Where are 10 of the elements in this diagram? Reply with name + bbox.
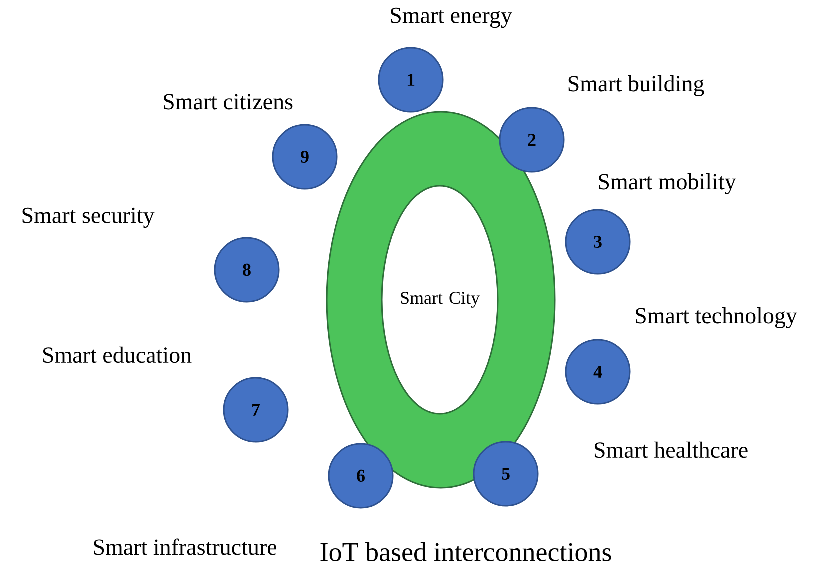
circle-label: Smart building xyxy=(568,76,704,96)
circle-label: Smart mobility xyxy=(599,174,736,194)
circle-label: Smart healthcare xyxy=(594,442,748,458)
circle-label: Smart education xyxy=(44,346,192,364)
circle-label: Smart infrastructure xyxy=(94,538,277,556)
circle-label: Smart energy xyxy=(391,8,512,28)
circle-label: Smart security xyxy=(22,208,155,228)
caption: IoT based interconnections xyxy=(320,542,612,562)
circle-label: Smart technology xyxy=(636,308,798,328)
circle-label: Smart citizens xyxy=(164,94,293,110)
